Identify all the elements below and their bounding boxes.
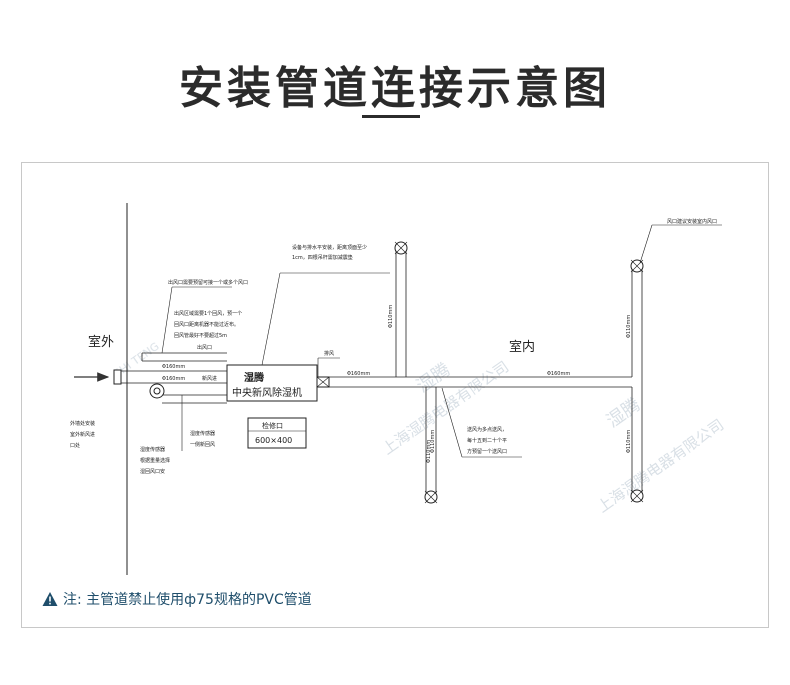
ann-right-mid-2: 每十五到二十个平 (467, 437, 507, 444)
ann-top-1: 设备与排水平安装，距离顶面至少 (292, 244, 367, 251)
ann-inner-3: 回风管最好不要超过5m (174, 332, 227, 339)
unit-brand: 湿腾 (244, 371, 265, 384)
ann-bottom-left2-3: 湿回风口安 (140, 468, 165, 475)
ann-bottom-left2-1: 湿度传感器 (140, 446, 165, 453)
pipe-label-8: Φ110mm (626, 430, 632, 453)
pipe-label-1: Φ160mm (162, 364, 185, 370)
annotations: 设备与排水平安装，距离顶面至少 1cm，四根吊杆需加减震垫 出风口需要预留可接一… (70, 218, 717, 475)
exhaust-label: 排风 (324, 350, 334, 357)
branch-pipe-1 (395, 251, 407, 377)
ann-mid-1: 出风口需要预留可接一个或多个风口 (168, 279, 248, 286)
pipe-label-9: Φ110mm (426, 440, 432, 463)
ann-inner-2: 回风口距离机器不能过近布。 (174, 321, 239, 328)
pipe-label-3: Φ160mm (347, 371, 370, 377)
pipe-label-5: Φ110mm (388, 305, 394, 328)
watermark-brand-1: 湿腾 (413, 359, 455, 397)
access-panel (247, 417, 307, 449)
pipe-diagram: 上海湿腾电器有限公司 上海湿腾电器有限公司 湿腾 湿腾 SHI TENG 室外 … (70, 203, 727, 575)
ann-right-mid-1: 送风为多点送风， (467, 426, 507, 433)
ann-bottom-mid-2: 一侧新回风 (190, 441, 215, 448)
ann-bottom-mid-1: 湿度传感器 (190, 430, 215, 437)
pipe-label-6: Φ110mm (430, 430, 436, 453)
label-indoor: 室内 (509, 339, 535, 355)
pipe-label-2: Φ160mm (162, 376, 185, 382)
humidity-sensor-circle (149, 383, 165, 399)
watermark: 上海湿腾电器有限公司 上海湿腾电器有限公司 湿腾 湿腾 SHI TENG (111, 340, 727, 517)
warning-icon (42, 592, 58, 606)
ann-top-2: 1cm，四根吊杆需加减震垫 (292, 254, 353, 261)
leader-lines (161, 224, 722, 458)
ann-bottom-left-2: 室外新风进 (70, 431, 95, 438)
wall-intake-grille (113, 369, 122, 385)
unit-name: 中央新风除湿机 (232, 386, 302, 399)
page-title: 安装管道连接示意图 (179, 63, 611, 114)
ann-bottom-left2-2: 根据重量选择 (140, 457, 170, 464)
ann-bottom-left-3: 口处 (70, 442, 80, 449)
ann-right-top: 风口建议安装室内风口 (667, 218, 717, 225)
label-outdoor: 室外 (88, 334, 114, 350)
watermark-brand-2: 湿腾 (603, 394, 645, 432)
branch-pipe-3 (631, 268, 643, 377)
branch-pipe-4 (631, 387, 643, 493)
pipe-label-4: Φ160mm (547, 371, 570, 377)
pipe-warning-note: 注: 主管道禁止使用ф75规格的PVC管道 (42, 589, 312, 609)
intake-duct (121, 352, 227, 404)
duct-label: 新风进 (202, 375, 217, 382)
port-label: 出风口 (197, 344, 212, 351)
ann-bottom-left-1: 外墙处安装 (70, 420, 95, 427)
ann-right-mid-3: 方预留一个送风口 (467, 448, 507, 455)
main-trunk (329, 376, 643, 388)
ann-inner-1: 出风区域需要1个回风，预一个 (174, 310, 242, 317)
title-underline (362, 115, 420, 118)
diagram-frame: 上海湿腾电器有限公司 上海湿腾电器有限公司 湿腾 湿腾 SHI TENG 室外 … (21, 162, 769, 628)
access-size: 600×400 (255, 436, 292, 445)
branch-pipe-2 (425, 387, 437, 493)
note-text: 注: 主管道禁止使用ф75规格的PVC管道 (63, 592, 312, 608)
pipe-label-7: Φ110mm (626, 315, 632, 338)
access-label: 检修口 (262, 421, 283, 430)
